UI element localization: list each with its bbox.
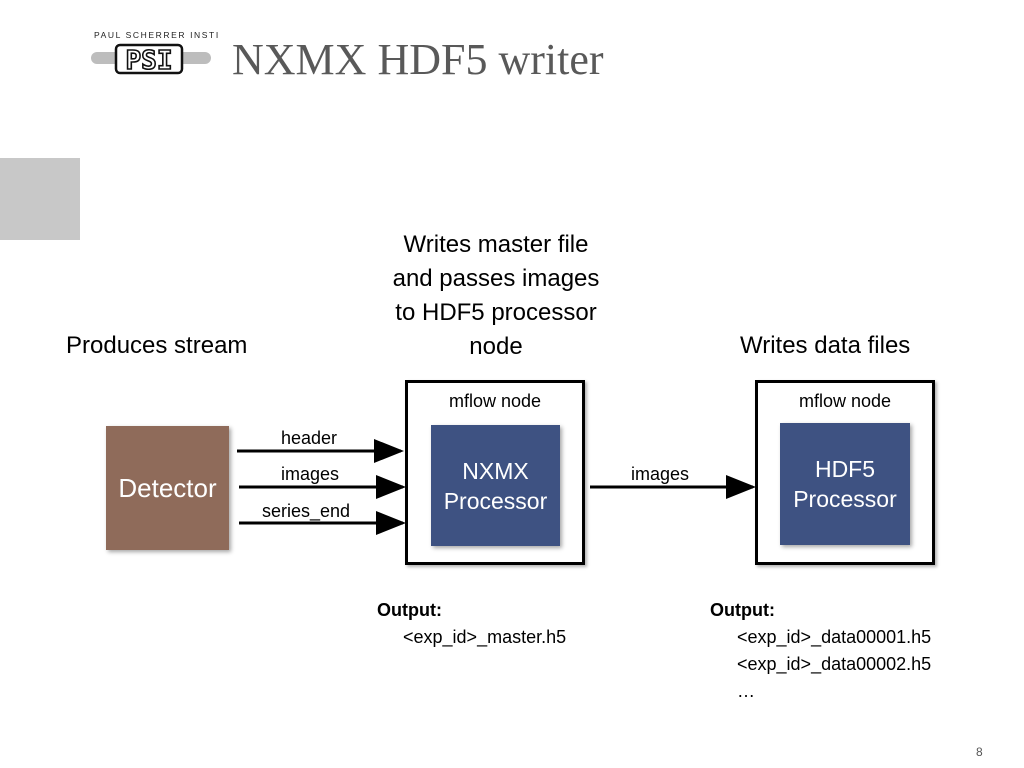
nxmx-processor: NXMX Processor (431, 425, 560, 546)
svg-text:PAUL SCHERRER INSTITUT: PAUL SCHERRER INSTITUT (94, 30, 218, 40)
psi-logo: PAUL SCHERRER INSTITUT PSI (91, 30, 218, 77)
output-file: <exp_id>_data00001.h5 (737, 627, 932, 647)
detector-box: Detector (106, 426, 229, 550)
caption-line: Writes master file (403, 231, 589, 258)
side-decoration (0, 158, 80, 240)
mflow-node-nxmx: mflow node NXMX Processor (405, 380, 585, 565)
caption-line: node (469, 333, 523, 360)
header-label: header (281, 428, 338, 448)
processor-line: Processor (443, 487, 548, 514)
images-label: images (281, 464, 340, 484)
processor-line: Processor (793, 486, 897, 512)
output-file: <exp_id>_data00002.h5 (737, 654, 932, 674)
page-number: 8 (976, 745, 983, 759)
caption-line: to HDF5 processor (395, 299, 597, 326)
node-label: mflow node (798, 391, 892, 411)
processor-line: NXMX (462, 457, 529, 484)
left-caption: Produces stream (66, 332, 248, 359)
series-end-label: series_end (262, 501, 351, 521)
processor-line: HDF5 (814, 456, 876, 482)
output-file: … (737, 681, 755, 701)
svg-text:PSI: PSI (126, 46, 173, 76)
output-heading: Output: (710, 600, 775, 620)
center-caption: Writes master file and passes images to … (366, 228, 626, 364)
caption-line: and passes images (392, 265, 600, 292)
node-label: mflow node (448, 391, 542, 411)
output-heading: Output: (377, 600, 442, 620)
slide-title: NXMX HDF5 writer (232, 35, 604, 84)
images-between-label: images (631, 464, 690, 484)
output-file: <exp_id>_master.h5 (403, 627, 567, 647)
right-caption: Writes data files (740, 332, 911, 359)
